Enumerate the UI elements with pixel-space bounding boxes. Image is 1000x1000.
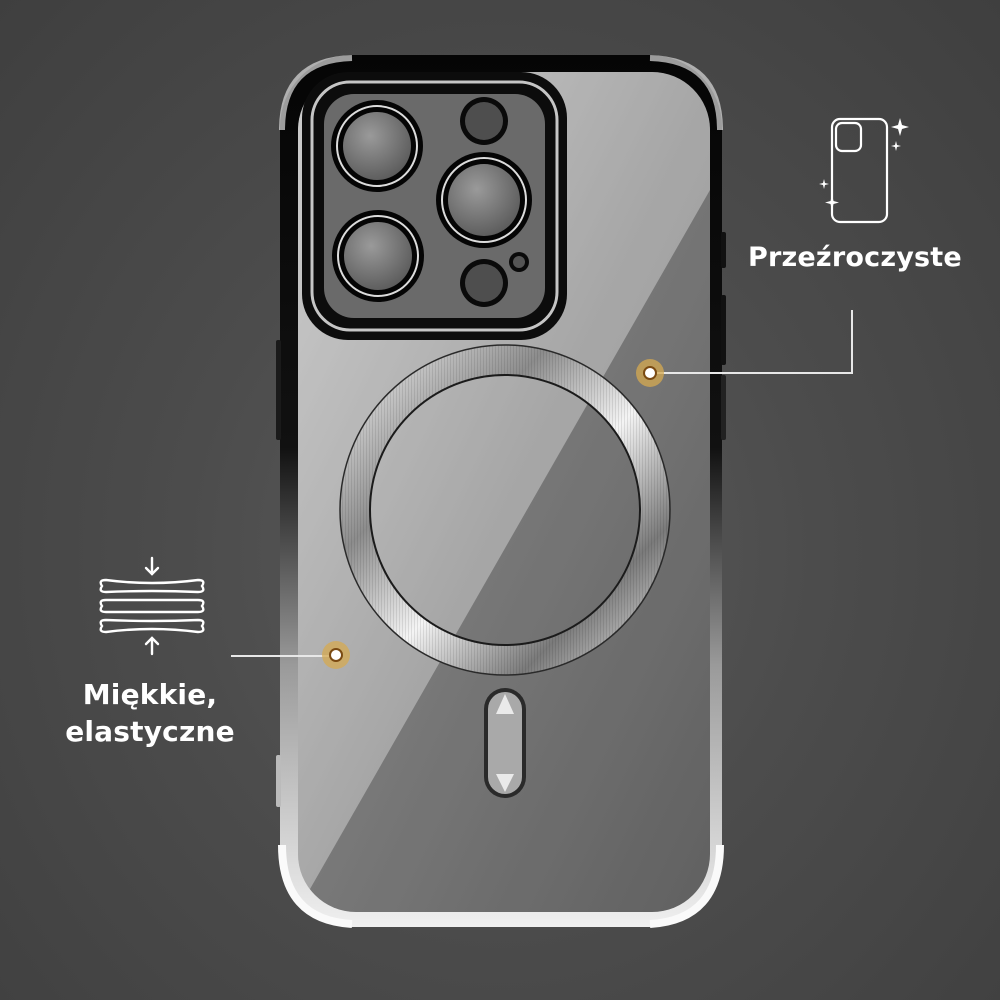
callout-leader-line xyxy=(231,655,336,657)
callout-leader-line xyxy=(851,310,853,374)
alignment-pill xyxy=(484,688,526,798)
callout-soft-flexible-label: Miękkie, elastyczne xyxy=(50,676,250,750)
compress-layers-icon xyxy=(92,556,212,656)
callout-transparent-label: Przeźroczyste xyxy=(748,242,962,273)
callout-soft-flexible-line2: elastyczne xyxy=(65,715,235,748)
side-button-left xyxy=(276,340,281,440)
camera-module xyxy=(302,72,567,340)
callout-leader-line xyxy=(652,372,853,374)
callout-soft-flexible-line1: Miękkie, xyxy=(82,678,218,711)
phone-case-sparkle-icon xyxy=(815,113,915,225)
magsafe-ring xyxy=(339,344,671,676)
callout-hotspot-soft-flexible[interactable] xyxy=(322,641,350,669)
callout-hotspot-transparent[interactable] xyxy=(636,359,664,387)
